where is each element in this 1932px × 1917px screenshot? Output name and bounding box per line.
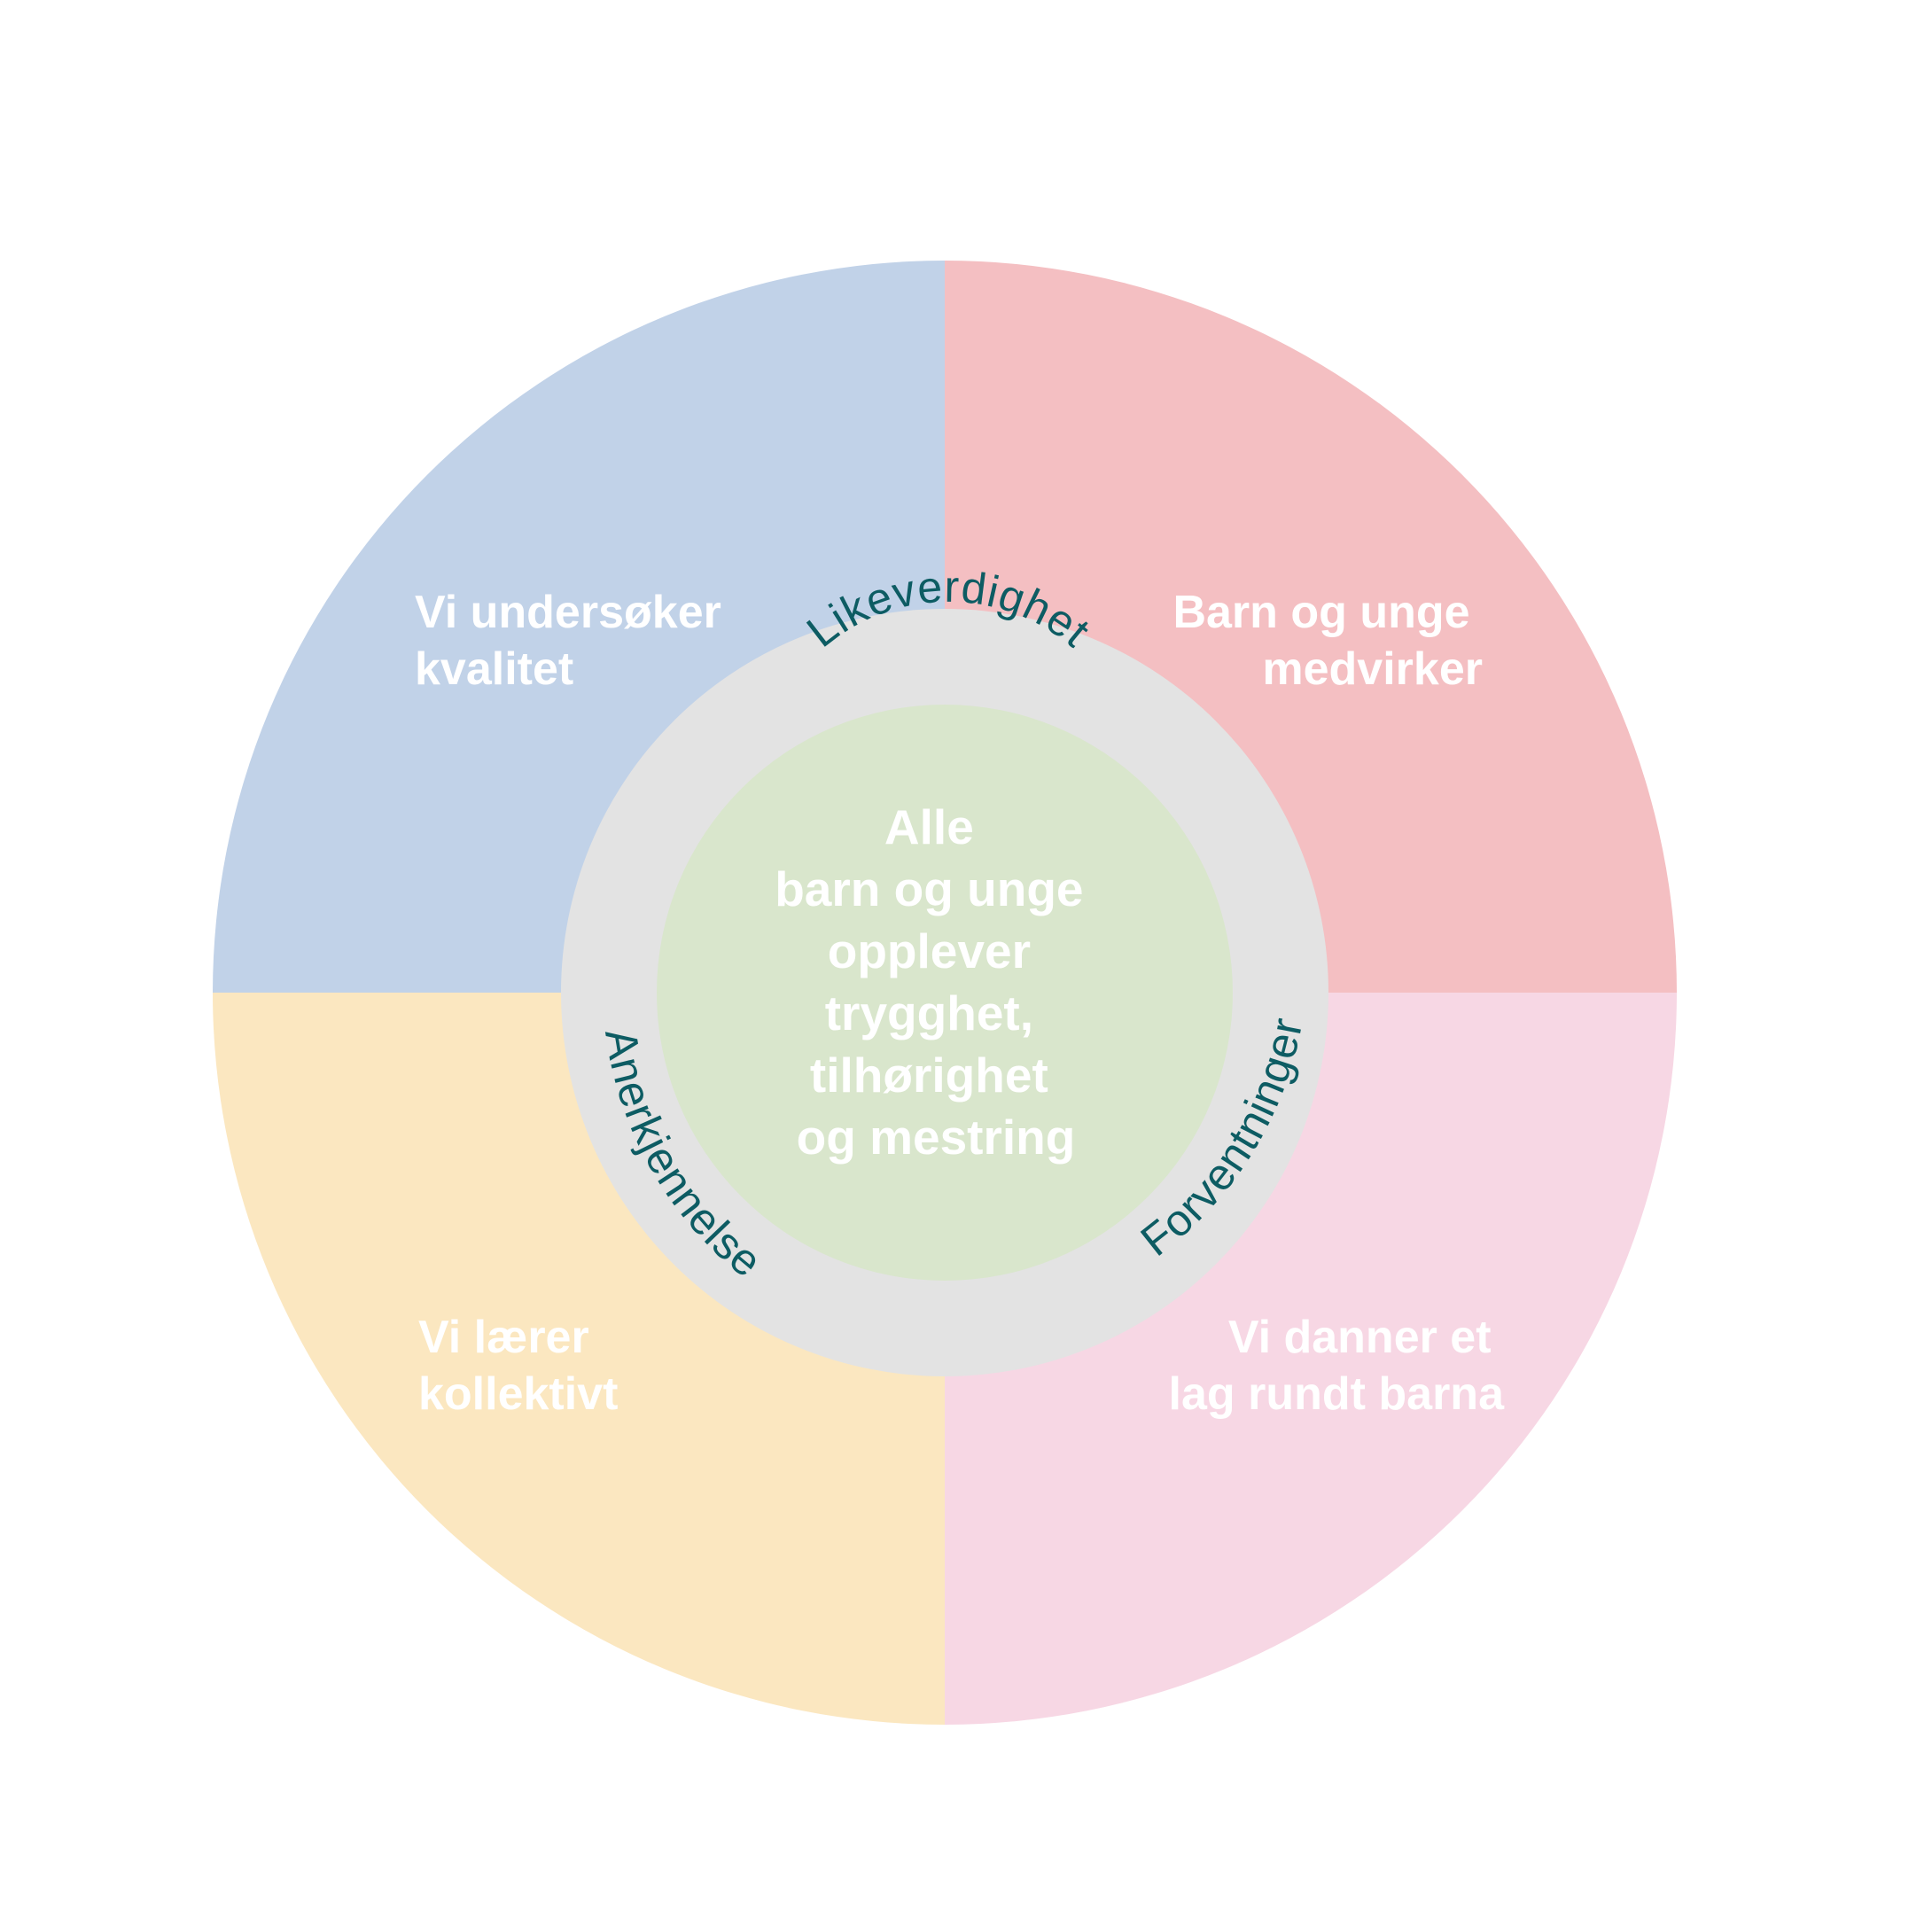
quadrant-top-right-line2: medvirker (1262, 643, 1483, 695)
center-line-6: og mestring (797, 1110, 1076, 1165)
quadrant-bottom-right-line1: Vi danner et (1228, 1312, 1492, 1363)
quadrant-bottom-left-line2: kollektivt (418, 1368, 618, 1420)
center-line-5: tilhørighet (810, 1048, 1048, 1103)
quadrant-bottom-left-line1: Vi lærer (418, 1312, 589, 1363)
quadrant-top-left-line1: Vi undersøker (415, 587, 721, 638)
center-statement: Alle barn og unge opplever trygghet, til… (775, 799, 1097, 1165)
center-line-4: trygghet, (825, 986, 1033, 1040)
quadrant-label-bottom-left: Vi lærer kollektivt (418, 1312, 618, 1420)
quadrant-label-top-right: Barn og unge medvirker (1172, 587, 1483, 695)
quadrant-label-bottom-right: Vi danner et lag rundt barna (1169, 1312, 1506, 1420)
quadrant-top-right-line1: Barn og unge (1172, 587, 1469, 638)
center-line-1: Alle (884, 799, 974, 854)
quadrant-bottom-right-line2: lag rundt barna (1169, 1368, 1506, 1420)
quadrant-top-left-line2: kvalitet (415, 643, 573, 695)
center-circle (657, 705, 1233, 1281)
center-line-3: opplever (828, 923, 1031, 978)
center-line-2: barn og unge (775, 861, 1083, 916)
quadrant-label-top-left: Vi undersøker kvalitet (415, 587, 734, 695)
